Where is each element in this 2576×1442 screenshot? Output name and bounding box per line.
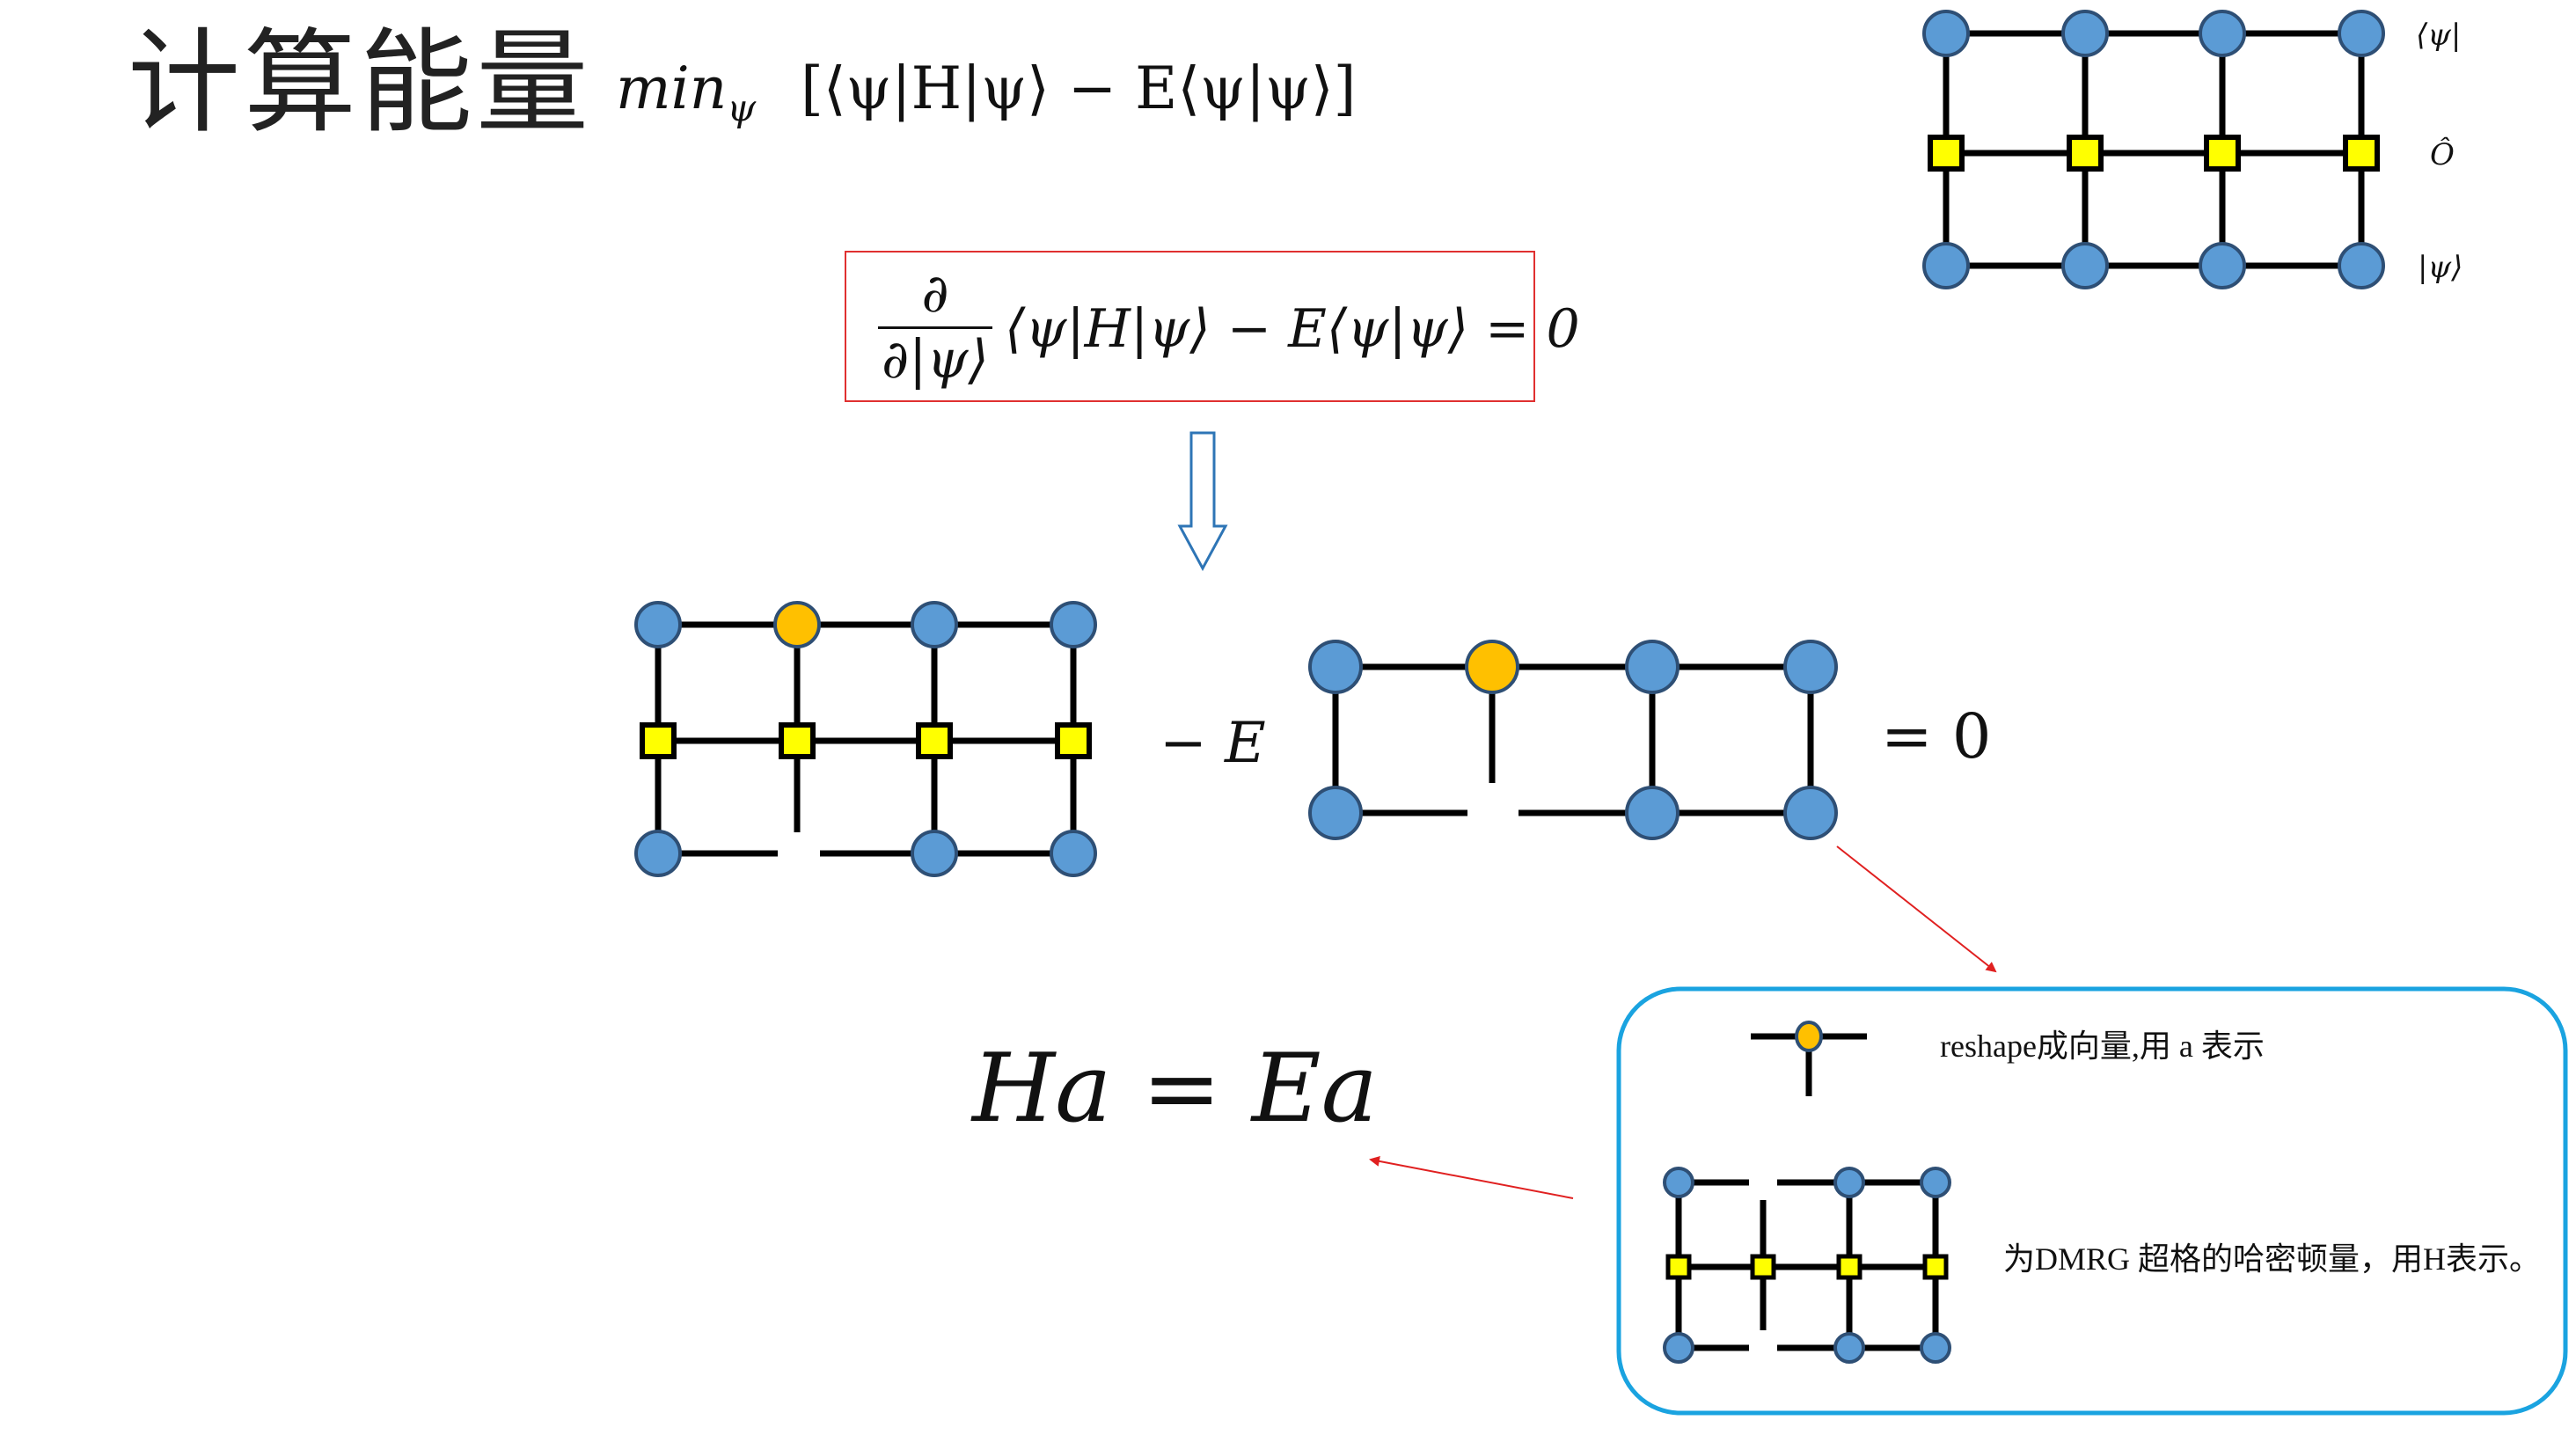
site-node xyxy=(911,601,958,648)
removed-site-node xyxy=(1465,640,1519,694)
callout-box xyxy=(1616,986,2568,1416)
site-node xyxy=(2199,242,2246,289)
eigen-equation: Ha = Ea xyxy=(972,1034,1378,1144)
site-node xyxy=(1783,640,1838,694)
derivative-equation-box: ∂ ∂|ψ⟩ ⟨ψ|H|ψ⟩ − E⟨ψ|ψ⟩ = 0 xyxy=(845,251,1580,402)
derivative-expression: ⟨ψ|H|ψ⟩ − E⟨ψ|ψ⟩ = 0 xyxy=(1005,298,1580,360)
hamiltonian-note: 为DMRG 超格的哈密顿量，用H表示。 xyxy=(2003,1241,2542,1277)
fraction-numerator: ∂ xyxy=(878,265,992,329)
legend-ket-sites xyxy=(1922,242,2385,289)
site-node xyxy=(634,830,682,877)
operator-node xyxy=(1665,1254,1692,1280)
site-node xyxy=(1920,1332,1951,1364)
operator-node xyxy=(1750,1254,1776,1280)
operator-node xyxy=(2204,135,2241,172)
operator-node xyxy=(1928,135,1965,172)
legend-network xyxy=(1943,30,2365,269)
site-node xyxy=(1625,640,1680,694)
network-left xyxy=(655,621,1077,857)
operator-node xyxy=(2067,135,2104,172)
operator-node xyxy=(779,722,816,759)
site-node xyxy=(1783,786,1838,840)
network-right-top-sites xyxy=(1308,640,1838,694)
derivative-fraction: ∂ ∂|ψ⟩ xyxy=(878,265,992,391)
network-left-operators xyxy=(640,722,1092,759)
operator-node xyxy=(916,722,953,759)
min-operator: min xyxy=(616,55,728,122)
site-node xyxy=(1922,10,1970,57)
minus-e-operator: − E xyxy=(1160,711,1266,776)
operator-node xyxy=(1055,722,1092,759)
site-node xyxy=(1625,786,1680,840)
hamiltonian-operators xyxy=(1665,1254,1949,1280)
down-arrow xyxy=(1177,431,1228,572)
site-node xyxy=(2199,10,2246,57)
min-expression: [⟨ψ|H|ψ⟩ − E⟨ψ|ψ⟩] xyxy=(801,55,1357,122)
site-node xyxy=(1050,601,1097,648)
site-node xyxy=(911,830,958,877)
vector-site-icon xyxy=(1751,1021,1867,1096)
operator-node xyxy=(1922,1254,1949,1280)
pointer-arrow-to-eigen xyxy=(1369,1155,1574,1199)
legend-operator-sites xyxy=(1928,135,2380,172)
equals-zero: = 0 xyxy=(1881,700,1992,772)
legend-operator-label: Ô xyxy=(2430,137,2455,172)
pointer-arrow-to-callout xyxy=(1836,845,1997,973)
network-left-bottom-sites xyxy=(634,830,1097,877)
legend-bra-sites xyxy=(1922,10,2385,57)
site-node xyxy=(1922,242,1970,289)
legend-ket-label: |ψ⟩ xyxy=(2418,250,2463,285)
site-node xyxy=(634,601,682,648)
network-right-bottom-sites xyxy=(1308,786,1838,840)
site-node xyxy=(2061,10,2109,57)
operator-node xyxy=(640,722,677,759)
site-node xyxy=(1663,1167,1694,1198)
site-node xyxy=(2338,242,2385,289)
min-subscript: ψ xyxy=(727,86,757,130)
operator-node xyxy=(2343,135,2380,172)
hamiltonian-bra-sites xyxy=(1663,1167,1951,1198)
removed-site-node xyxy=(773,601,821,648)
site-node xyxy=(1920,1167,1951,1198)
fraction-denominator: ∂|ψ⟩ xyxy=(882,329,989,391)
minimization-formula: minψ [⟨ψ|H|ψ⟩ − E⟨ψ|ψ⟩] xyxy=(616,55,1356,129)
page-title: 计算能量 xyxy=(128,18,593,149)
network-right xyxy=(1332,663,1814,816)
site-node xyxy=(1308,786,1363,840)
site-node xyxy=(1050,830,1097,877)
network-left-top-sites xyxy=(634,601,1097,648)
vector-note: reshape成向量,用 a 表示 xyxy=(1940,1028,2265,1064)
site-node xyxy=(2061,242,2109,289)
hamiltonian-ket-sites xyxy=(1663,1332,1951,1364)
operator-node xyxy=(1836,1254,1862,1280)
site-node xyxy=(1833,1167,1865,1198)
site-node xyxy=(1663,1332,1694,1364)
site-node xyxy=(1833,1332,1865,1364)
site-node xyxy=(1308,640,1363,694)
legend-bra-label: ⟨ψ| xyxy=(2416,18,2462,53)
site-node xyxy=(2338,10,2385,57)
